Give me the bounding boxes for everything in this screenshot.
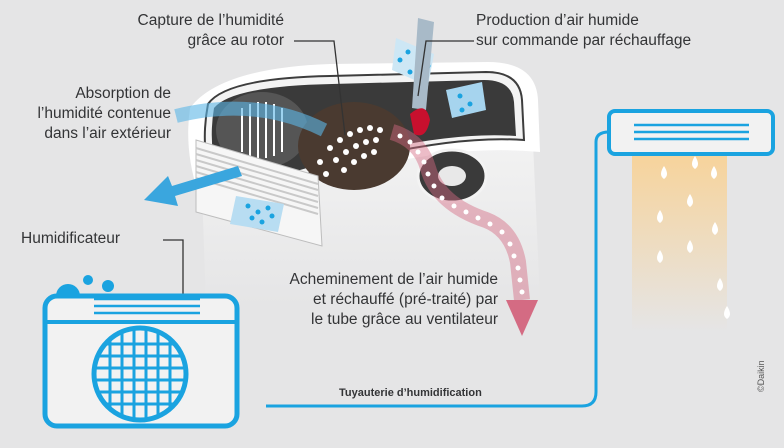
label-line: Production d’air humide [476, 11, 691, 31]
label-line: le tube grâce au ventilateur [270, 310, 498, 330]
heated-air-arrowhead [506, 300, 538, 336]
label-line: dans l’air extérieur [4, 124, 171, 144]
humidifier-unit [45, 296, 237, 426]
bubble-small [102, 280, 114, 292]
bubble-small [83, 275, 93, 285]
label-heated-production: Production d’air humide sur commande par… [476, 11, 691, 51]
label-line: l’humidité contenue [4, 104, 171, 124]
label-line: Absorption de [4, 84, 171, 104]
warm-air-glow [632, 152, 727, 332]
label-line: Acheminement de l’air humide [270, 270, 498, 290]
label-piping: Tuyauterie d’humidification [339, 386, 482, 400]
label-absorption: Absorption de l’humidité contenue dans l… [4, 84, 171, 144]
label-humidifier: Humidificateur [21, 229, 120, 249]
label-line: sur commande par réchauffage [476, 31, 691, 51]
label-line: Capture de l’humidité [82, 11, 284, 31]
label-air-routing: Acheminement de l’air humide et réchauff… [270, 270, 498, 330]
label-line: grâce au rotor [82, 31, 284, 51]
copyright-credit: ©Daikin [756, 360, 766, 392]
label-rotor-capture: Capture de l’humidité grâce au rotor [82, 11, 284, 51]
label-line: et réchauffé (pré-traité) par [270, 290, 498, 310]
